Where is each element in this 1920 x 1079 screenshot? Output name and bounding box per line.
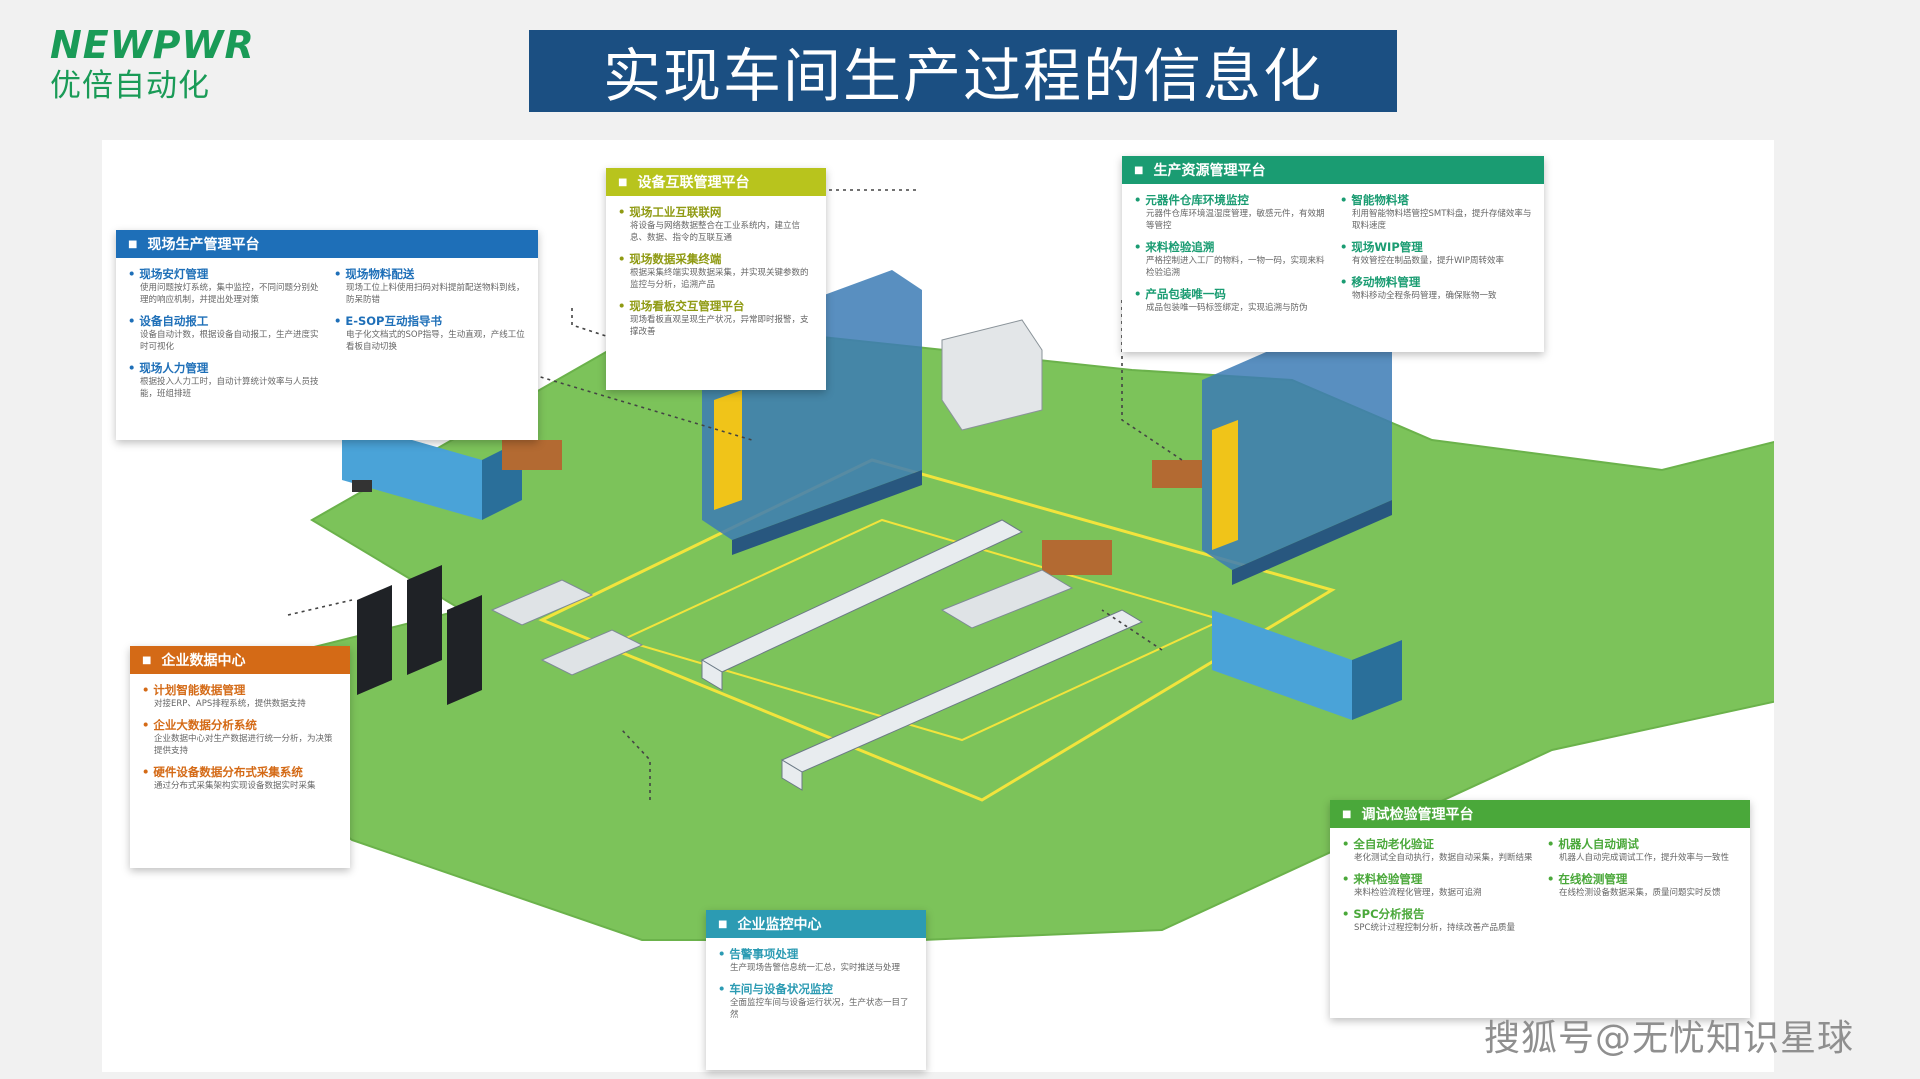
panel-header: 调试检验管理平台	[1330, 800, 1750, 828]
item-desc: 在线检测设备数据采集，质量问题实时反馈	[1559, 888, 1721, 898]
panel-onsite-production: 现场生产管理平台 现场安灯管理使用问题按灯系统，集中监控，不同问题分别处理的响应…	[116, 230, 538, 440]
office-area	[490, 569, 1074, 676]
item-title: 来料检验管理	[1342, 871, 1533, 887]
item-desc: 有效管控在制品数量，提升WIP周转效率	[1352, 256, 1505, 266]
item-desc: 使用问题按灯系统，集中监控，不同问题分别处理的响应机制，并提出处理对策	[140, 283, 319, 305]
item-title: 机器人自动调试	[1547, 836, 1738, 852]
factory-scene	[220, 189, 1774, 941]
item-desc: 老化测试全自动执行，数据自动采集，判断结果	[1354, 853, 1533, 863]
item-desc: 对接ERP、APS排程系统，提供数据支持	[154, 699, 306, 709]
logo-cn: 优倍自动化	[50, 68, 210, 104]
item-title: 现场物料配送	[334, 266, 526, 282]
item-title: SPC分析报告	[1342, 906, 1533, 922]
item-desc: 元器件仓库环境温湿度管理，敏感元件，有效期等管控	[1146, 209, 1325, 231]
item-desc: 物料移动全程条码管理，确保账物一致	[1352, 291, 1497, 301]
page-title: 实现车间生产过程的信息化	[529, 30, 1397, 112]
pallet-right	[1152, 460, 1202, 488]
panel-header: 设备互联管理平台	[606, 168, 826, 196]
item-desc: 现场工位上料使用扫码对料提前配送物料到线，防呆防错	[346, 283, 525, 305]
item-desc: 成品包装唯一码标签绑定，实现追溯与防伪	[1146, 303, 1308, 313]
item-desc: 现场看板直观呈现生产状况，异常即时报警，支撑改善	[630, 315, 809, 337]
watermark: 搜狐号@无忧知识星球	[1483, 1018, 1854, 1059]
item-desc: 通过分布式采集架构实现设备数据实时采集	[154, 781, 316, 791]
panel-production-resource: 生产资源管理平台 元器件仓库环境监控元器件仓库环境温湿度管理，敏感元件，有效期等…	[1122, 156, 1544, 352]
item-title: 现场看板交互管理平台	[618, 298, 814, 314]
item-title: 智能物料塔	[1340, 192, 1532, 208]
item-desc: 企业数据中心对生产数据进行统一分析，为决策提供支持	[154, 734, 333, 756]
item-desc: 电子化文档式的SOP指导，生动直观，产线工位看板自动切换	[346, 330, 525, 352]
item-title: 现场数据采集终端	[618, 251, 814, 267]
item-title: 现场安灯管理	[128, 266, 320, 282]
smt-line-1	[700, 519, 1024, 691]
item-title: E-SOP互动指导书	[334, 313, 526, 329]
item-title: 来料检验追溯	[1134, 239, 1326, 255]
item-title: 移动物料管理	[1340, 274, 1532, 290]
connector-resource-right	[1121, 300, 1183, 461]
item-title: 告警事项处理	[718, 946, 914, 962]
item-title: 计划智能数据管理	[142, 682, 338, 698]
smt-line-2	[780, 609, 1144, 791]
item-title: 车间与设备状况监控	[718, 981, 914, 997]
connector-test	[1101, 609, 1163, 651]
connector-datacenter	[287, 599, 353, 616]
item-title: 产品包装唯一码	[1134, 286, 1326, 302]
item-desc: 利用智能物料塔管控SMT料盘，提升存储效率与取料速度	[1352, 209, 1532, 231]
logo: NEWPWR 优倍自动化	[50, 24, 255, 106]
item-desc: 根据采集终端实现数据采集，并实现关键参数的监控与分析，追溯产品	[630, 268, 809, 290]
item-desc: 将设备与网络数据整合在工业系统内，建立信息、数据、指令的互联互通	[630, 221, 801, 243]
logo-en: NEWPWR	[50, 23, 255, 67]
item-desc: 设备自动计数，根据设备自动报工，生产进度实时可视化	[140, 330, 319, 352]
panel-header: 企业监控中心	[706, 910, 926, 938]
item-title: 在线检测管理	[1547, 871, 1738, 887]
clean-room	[941, 319, 1043, 431]
connector-onsite	[439, 346, 753, 441]
item-title: 现场工业互联联网	[618, 204, 814, 220]
item-title: 企业大数据分析系统	[142, 717, 338, 733]
item-desc: 来料检验流程化管理，数据可追溯	[1354, 888, 1482, 898]
panel-header: 现场生产管理平台	[116, 230, 538, 258]
item-title: 全自动老化验证	[1342, 836, 1533, 852]
connector-equip	[571, 308, 743, 381]
pallet-bottom	[1042, 540, 1112, 575]
item-title: 设备自动报工	[128, 313, 320, 329]
item-desc: SPC统计过程控制分析，持续改善产品质量	[1354, 923, 1515, 933]
item-desc: 机器人自动完成调试工作，提升效率与一致性	[1559, 853, 1730, 863]
storage-rack-right	[1202, 310, 1392, 585]
item-title: 现场人力管理	[128, 360, 320, 376]
item-desc: 严格控制进入工厂的物料，一物一码，实现来料检验追溯	[1146, 256, 1325, 278]
item-title: 现场WIP管理	[1340, 239, 1532, 255]
item-desc: 生产现场告警信息统一汇总，实时推送与处理	[730, 963, 901, 973]
panel-header: 企业数据中心	[130, 646, 350, 674]
panel-equipment-iot: 设备互联管理平台 现场工业互联联网将设备与网络数据整合在工业系统内，建立信息、数…	[606, 168, 826, 390]
panel-header: 生产资源管理平台	[1122, 156, 1544, 184]
server-cluster	[357, 565, 482, 705]
item-title: 元器件仓库环境监控	[1134, 192, 1326, 208]
item-title: 硬件设备数据分布式采集系统	[142, 764, 338, 780]
pallet-left	[502, 440, 562, 470]
item-desc: 根据投入人力工时，自动计算统计效率与人员技能，班组排班	[140, 377, 319, 399]
item-desc: 全面监控车间与设备运行状况，生产状态一目了然	[730, 998, 909, 1020]
connector-resource	[811, 189, 916, 280]
truck-right	[1212, 610, 1402, 720]
